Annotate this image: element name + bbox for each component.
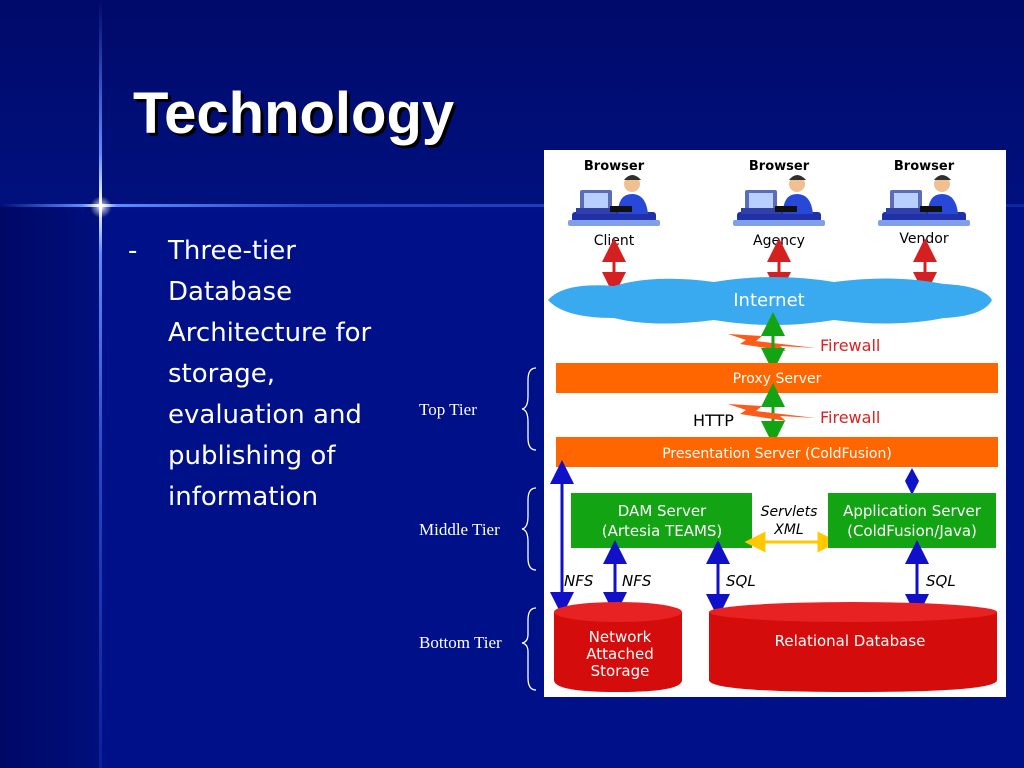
nas-label-line1: Network <box>589 628 652 646</box>
brace-top-tier <box>521 367 537 451</box>
sql-label-1: SQL <box>726 572 756 590</box>
xml-label: XML <box>773 522 803 538</box>
vendor-role-label: Browser <box>894 159 955 174</box>
tier-label-top: Top Tier <box>419 400 477 419</box>
architecture-diagram: Browser Client Browser Agency Browser Ve… <box>544 150 1006 697</box>
firewall-1-label: Firewall <box>820 336 880 355</box>
nas-label-line3: Storage <box>591 662 650 680</box>
agency-label: Agency <box>753 233 805 249</box>
background-left-band <box>0 206 100 768</box>
firewall-lightning-icon <box>728 334 816 351</box>
user-at-computer-icon <box>878 175 970 226</box>
network-attached-storage-cylinder: Network Attached Storage <box>554 602 682 692</box>
presentation-server-label: Presentation Server (ColdFusion) <box>662 446 892 462</box>
internet-label: Internet <box>733 290 804 311</box>
servlets-label: Servlets <box>761 504 818 520</box>
brace-bottom-tier <box>521 607 537 691</box>
nfs-label-1: NFS <box>564 572 594 590</box>
firewall-lightning-icon <box>728 404 816 421</box>
dam-server-sublabel: (Artesia TEAMS) <box>602 522 723 540</box>
agency-role-label: Browser <box>749 159 810 174</box>
relational-database-label: Relational Database <box>775 632 926 650</box>
user-at-computer-icon <box>568 175 660 226</box>
tier-braces <box>521 367 537 691</box>
bullet-marker: - <box>128 236 138 266</box>
client-role-label: Browser <box>584 159 645 174</box>
sparkle-glint <box>90 196 112 218</box>
dam-server-box: DAM Server (Artesia TEAMS) <box>571 493 752 548</box>
presentation-server-bar: Presentation Server (ColdFusion) <box>556 437 998 467</box>
slide-title: Technology <box>133 81 455 146</box>
nas-label-line2: Attached <box>586 645 653 663</box>
application-server-sublabel: (ColdFusion/Java) <box>847 522 977 540</box>
horizontal-accent-line <box>0 204 1024 207</box>
vendor-group: Browser Vendor <box>878 159 970 247</box>
tier-label-bottom: Bottom Tier <box>419 633 502 652</box>
tier-label-middle: Middle Tier <box>419 520 500 539</box>
presentation-app-connector <box>905 468 919 495</box>
proxy-server-bar: Proxy Server <box>556 363 998 393</box>
client-label: Client <box>594 233 635 249</box>
user-at-computer-icon <box>733 175 825 226</box>
proxy-server-label: Proxy Server <box>733 371 822 387</box>
dam-server-label: DAM Server <box>618 502 707 520</box>
http-label: HTTP <box>693 411 734 430</box>
firewall-2-label: Firewall <box>820 408 880 427</box>
vertical-accent-line <box>99 0 102 768</box>
bullet-text: Three-tier Database Architecture for sto… <box>168 236 372 512</box>
application-server-label: Application Server <box>843 502 982 520</box>
nfs-label-2: NFS <box>622 572 652 590</box>
application-server-box: Application Server (ColdFusion/Java) <box>828 493 996 548</box>
relational-database-cylinder: Relational Database <box>709 602 997 692</box>
vendor-label: Vendor <box>899 231 948 247</box>
client-group: Browser Client <box>568 159 660 249</box>
internet-cloud: Internet <box>548 277 992 325</box>
agency-group: Browser Agency <box>733 159 825 249</box>
brace-middle-tier <box>521 487 537 571</box>
sql-label-2: SQL <box>926 572 956 590</box>
